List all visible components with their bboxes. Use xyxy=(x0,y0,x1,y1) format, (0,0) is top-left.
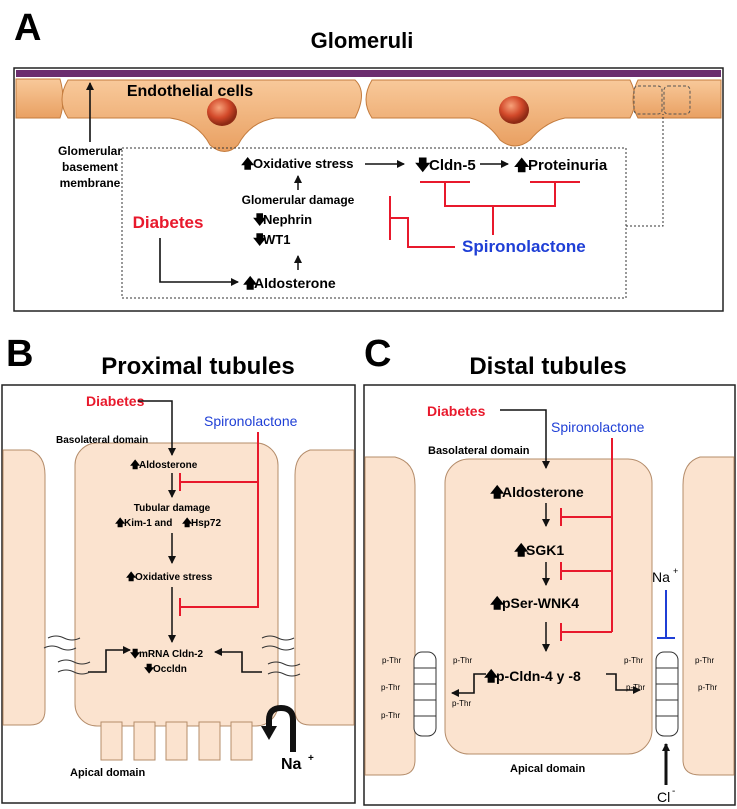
basolateral-domain-label: Basolateral domain xyxy=(428,445,530,457)
spironolactone-inhibition xyxy=(560,438,613,641)
diabetes-label: Diabetes xyxy=(427,403,486,419)
panel-c: C Distal tubules Diabetes Spironolactone… xyxy=(363,333,736,806)
up-arrow-icon: 🡅 xyxy=(514,542,529,558)
occldn-label: Occldn xyxy=(153,664,187,675)
gbm-label-3: membrane xyxy=(60,176,121,190)
spironolactone-label: Spironolactone xyxy=(462,237,586,256)
down-arrow-icon: 🡇 xyxy=(130,648,141,660)
hsp72-label: Hsp72 xyxy=(191,518,221,529)
aldosterone-label: Aldosterone xyxy=(502,484,584,500)
neighbor-cell-right xyxy=(294,449,355,726)
panel-a: A Glomeruli Endothelial cells Glomerular… xyxy=(13,7,724,312)
aldosterone-label: Aldosterone xyxy=(139,460,198,471)
aldosterone-label: Aldosterone xyxy=(254,275,336,291)
wt1-label: WT1 xyxy=(263,232,290,247)
p-thr-label: p-Thr xyxy=(698,683,717,692)
p-thr-label: p-Thr xyxy=(695,656,714,665)
microvilli xyxy=(100,721,253,761)
claudin-channel-left xyxy=(413,651,437,737)
up-arrow-icon: 🡅 xyxy=(484,668,499,684)
p-thr-label: p-Thr xyxy=(624,656,643,665)
p-cldn-label: p-Cldn-4 y -8 xyxy=(496,668,581,684)
inset-connector xyxy=(626,114,664,227)
plus-sign: + xyxy=(308,753,314,764)
p-thr-label: p-Thr xyxy=(452,699,471,708)
tubular-damage-label: Tubular damage xyxy=(134,503,211,514)
up-arrow-icon: 🡅 xyxy=(490,595,505,611)
up-arrow-icon: 🡅 xyxy=(514,157,530,174)
tight-junction-strands xyxy=(43,635,301,677)
spironolactone-label: Spironolactone xyxy=(551,419,645,435)
up-arrow-icon: 🡅 xyxy=(241,156,255,171)
up-arrow-icon: 🡅 xyxy=(126,571,137,583)
pser-wnk4-label: pSer-WNK4 xyxy=(502,595,579,611)
endothelial-cells-label: Endothelial cells xyxy=(127,83,253,100)
distal-tubule-cell xyxy=(444,458,653,755)
nephrin-label: Nephrin xyxy=(263,212,312,227)
basolateral-domain-label: Basolateral domain xyxy=(56,435,148,446)
up-arrow-icon: 🡅 xyxy=(490,484,505,500)
sgk1-label: SGK1 xyxy=(526,542,564,558)
up-arrow-icon: 🡅 xyxy=(182,517,193,529)
p-thr-label: p-Thr xyxy=(382,656,401,665)
spironolactone-label: Spironolactone xyxy=(204,413,298,429)
oxidative-stress-label: Oxidative stress xyxy=(253,156,353,171)
panel-c-letter: C xyxy=(364,333,391,375)
na-label: Na xyxy=(281,756,302,773)
panel-c-title: Distal tubules xyxy=(469,353,626,380)
p-thr-label: p-Thr xyxy=(381,683,400,692)
zoom-box xyxy=(633,85,663,115)
spironolactone-inhibition xyxy=(389,181,580,248)
nucleus xyxy=(499,96,529,124)
neighbor-cell-left xyxy=(364,456,416,776)
gbm-label-2: basement xyxy=(62,160,118,174)
apical-domain-label: Apical domain xyxy=(70,767,145,779)
proteinuria-label: Proteinuria xyxy=(528,157,608,174)
glomerular-damage-label: Glomerular damage xyxy=(242,193,355,207)
proximal-tubule-cell xyxy=(74,442,279,727)
down-arrow-icon: 🡇 xyxy=(415,157,431,174)
panel-b-letter: B xyxy=(6,333,33,375)
glomerular-basement-membrane xyxy=(16,70,721,77)
na-inhibition xyxy=(657,590,675,639)
down-arrow-icon: 🡇 xyxy=(144,663,155,675)
up-arrow-icon: 🡅 xyxy=(115,517,126,529)
up-arrow-icon: 🡅 xyxy=(243,275,258,291)
neighbor-cell-right xyxy=(682,456,735,776)
panel-a-title: Glomeruli xyxy=(311,28,414,53)
pathway-inset xyxy=(121,147,627,299)
nucleus xyxy=(207,98,237,126)
panel-b-title: Proximal tubules xyxy=(101,353,294,380)
down-arrow-icon: 🡇 xyxy=(253,232,267,247)
p-thr-label: p-Thr xyxy=(381,711,400,720)
up-arrow-icon: 🡅 xyxy=(130,459,141,471)
p-thr-label: p-Thr xyxy=(453,656,472,665)
diabetes-label: Diabetes xyxy=(86,393,145,409)
neighbor-cell-left xyxy=(2,449,46,726)
oxidative-stress-label: Oxidative stress xyxy=(135,572,213,583)
claudin-channel-right xyxy=(655,651,679,737)
kim1-label: Kim-1 and xyxy=(124,518,172,529)
endothelial-cells xyxy=(15,78,722,152)
na-label: Na xyxy=(652,569,670,585)
down-arrow-icon: 🡇 xyxy=(253,212,267,227)
gbm-label-1: Glomerular xyxy=(58,144,122,158)
plus-sign: + xyxy=(673,566,678,576)
panel-b: B Proximal tubules Diabetes Spironolacto… xyxy=(1,333,356,804)
mrna-cldn2-label: mRNA Cldn-2 xyxy=(139,649,204,660)
cldn5-label: Cldn-5 xyxy=(429,157,476,174)
panel-a-letter: A xyxy=(14,7,41,49)
spironolactone-inhibition xyxy=(179,432,259,616)
minus-sign: - xyxy=(672,786,675,797)
diabetes-label: Diabetes xyxy=(133,213,204,232)
cl-label: Cl xyxy=(657,789,670,805)
na-reabsorption-arrow xyxy=(266,704,296,752)
apical-domain-label: Apical domain xyxy=(510,763,585,775)
